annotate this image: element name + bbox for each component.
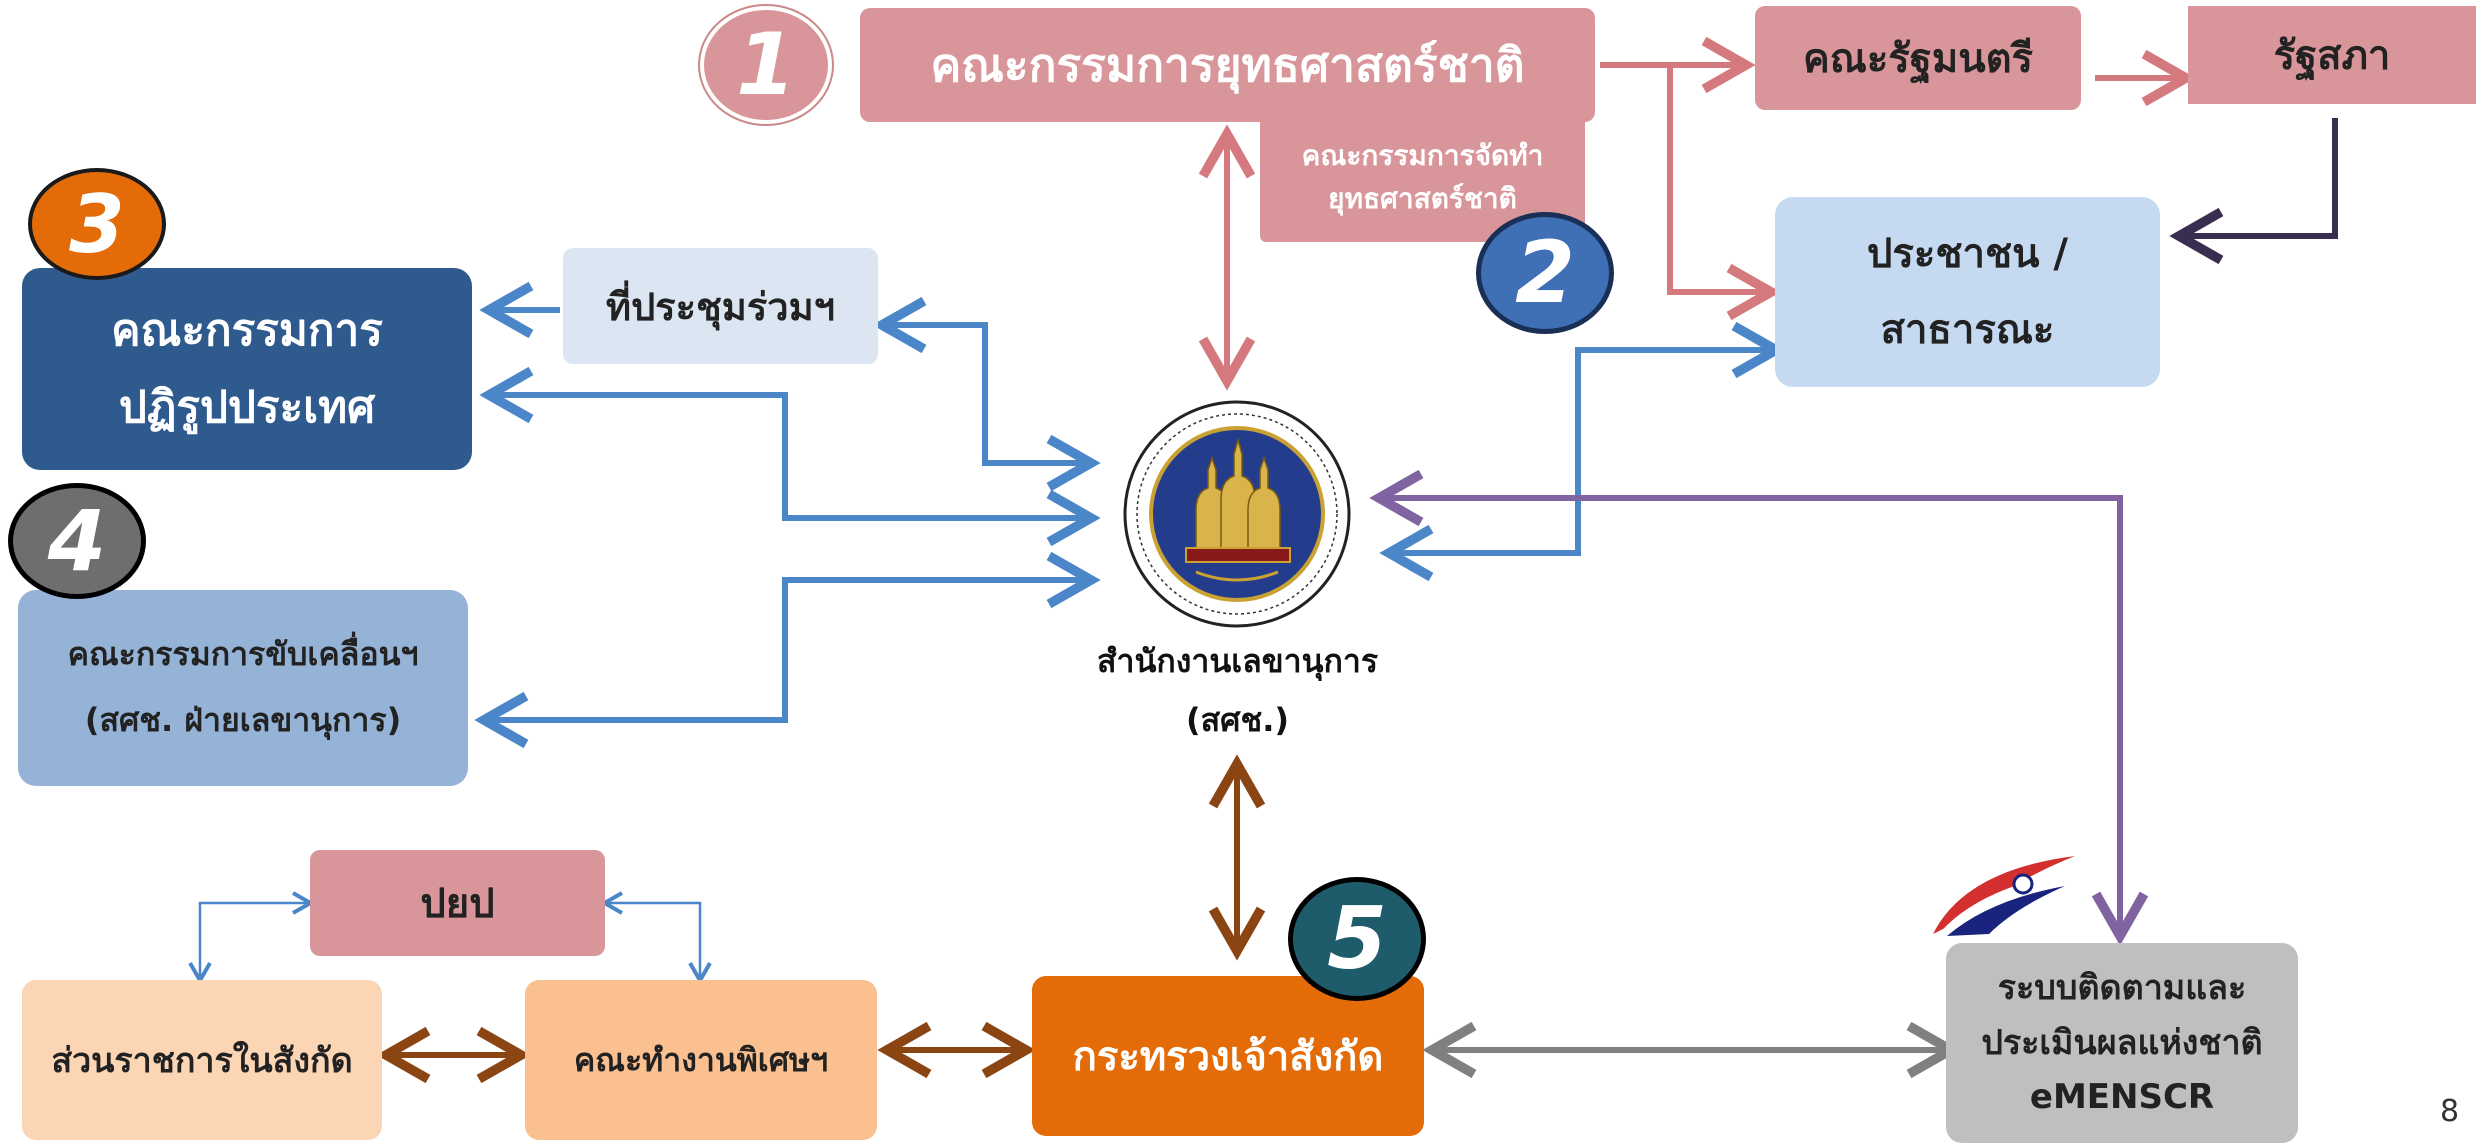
- arrow-pyp-working-group: [600, 891, 712, 985]
- badge-4-number: 4: [47, 492, 107, 590]
- parent-ministry-box: กระทรวงเจ้าสังกัด: [1032, 976, 1424, 1136]
- reform-committee-line2: ปฏิรูปประเทศ: [118, 382, 376, 433]
- national-strategy-committee-box: คณะกรรมการยุทธศาสตร์ชาติ: [860, 8, 1595, 122]
- pyp-label: ปยป: [420, 881, 495, 927]
- thai-flag-swoosh-icon: [1933, 856, 2075, 936]
- joint-meeting-box: ที่ประชุมร่วมฯ: [563, 248, 878, 364]
- arrow-parliament-to-public: [2169, 118, 2338, 265]
- pyp-box: ปยป: [310, 850, 605, 956]
- emenscr-line3: eMENSCR: [2029, 1077, 2215, 1118]
- arrow-joint-meeting-secretariat: [872, 296, 1101, 492]
- secretariat-seal: [1100, 400, 1375, 628]
- seal-emblem-icon: [1123, 400, 1351, 628]
- subordinate-agencies-box: ส่วนราชการในสังกัด: [22, 980, 382, 1140]
- driving-committee-line1: คณะกรรมการขับเคลื่อนฯ: [67, 635, 419, 674]
- arrow-committee-to-public: [1667, 65, 1781, 321]
- badge-4: 4: [8, 483, 146, 599]
- badge-5: 5: [1288, 877, 1426, 1001]
- driving-committee-line2: (สศช. ฝ่ายเลขานุการ): [84, 701, 402, 739]
- driving-committee-box: คณะกรรมการขับเคลื่อนฯ (สศช. ฝ่ายเลขานุกา…: [18, 590, 468, 786]
- arrow-driving-secretariat: [474, 551, 1101, 749]
- strategy-drafting-committee-line1: คณะกรรมการจัดทำ: [1301, 138, 1544, 172]
- public-line2: สาธารณะ: [1880, 307, 2055, 353]
- reform-committee-line1: คณะกรรมการ: [111, 305, 383, 356]
- emenscr-logo: [1925, 852, 2085, 940]
- cabinet-box: คณะรัฐมนตรี: [1755, 6, 2081, 110]
- national-strategy-committee-label: คณะกรรมการยุทธศาสตร์ชาติ: [930, 37, 1525, 92]
- strategy-drafting-committee-box: คณะกรรมการจัดทำ ยุทธศาสตร์ชาติ: [1260, 112, 1585, 242]
- badge-3: 3: [28, 168, 166, 280]
- arrow-pyp-agencies: [188, 891, 315, 985]
- badge-3-number: 3: [69, 177, 125, 271]
- joint-meeting-label: ที่ประชุมร่วมฯ: [606, 284, 835, 329]
- parliament-label: รัฐสภา: [2273, 33, 2391, 79]
- badge-2-number: 2: [1515, 223, 1575, 323]
- public-line1: ประชาชน /: [1867, 231, 2068, 277]
- thin-blue-connectors: [188, 891, 712, 985]
- arrow-reform-secretariat: [479, 366, 1101, 547]
- strategy-drafting-committee-line2: ยุทธศาสตร์ชาติ: [1328, 182, 1517, 215]
- arrow-secretariat-emenscr: [1369, 469, 2149, 946]
- emenscr-line2: ประเมินผลแห่งชาติ: [1981, 1022, 2263, 1063]
- parent-ministry-label: กระทรวงเจ้าสังกัด: [1072, 1034, 1384, 1080]
- secretariat-label: สำนักงานเลขานุการ (สศช.): [1070, 632, 1405, 750]
- page-number: 8: [2440, 1094, 2460, 1129]
- subordinate-agencies-label: ส่วนราชการในสังกัด: [51, 1041, 353, 1081]
- public-box: ประชาชน / สาธารณะ: [1775, 197, 2160, 387]
- brown-connectors: [376, 754, 1266, 1084]
- badge-2: 2: [1476, 212, 1614, 334]
- secretariat-line1: สำนักงานเลขานุการ: [1096, 642, 1378, 680]
- special-working-group-label: คณะทำงานพิเศษฯ: [573, 1040, 829, 1079]
- reform-committee-box: คณะกรรมการ ปฏิรูปประเทศ: [22, 268, 472, 470]
- badge-1: 1: [700, 6, 832, 124]
- emenscr-line1: ระบบติดตามและ: [1997, 968, 2247, 1009]
- secretariat-line2: (สศช.): [1186, 701, 1289, 740]
- cabinet-label: คณะรัฐมนตรี: [1802, 36, 2034, 82]
- special-working-group-box: คณะทำงานพิเศษฯ: [525, 980, 877, 1140]
- parliament-box: รัฐสภา: [2188, 6, 2476, 104]
- arrow-public-secretariat: [1379, 321, 1786, 582]
- emenscr-box: ระบบติดตามและ ประเมินผลแห่งชาติ eMENSCR: [1946, 943, 2298, 1143]
- badge-1-number: 1: [736, 15, 796, 115]
- red-connectors: [1198, 36, 2196, 391]
- badge-5-number: 5: [1327, 889, 1387, 989]
